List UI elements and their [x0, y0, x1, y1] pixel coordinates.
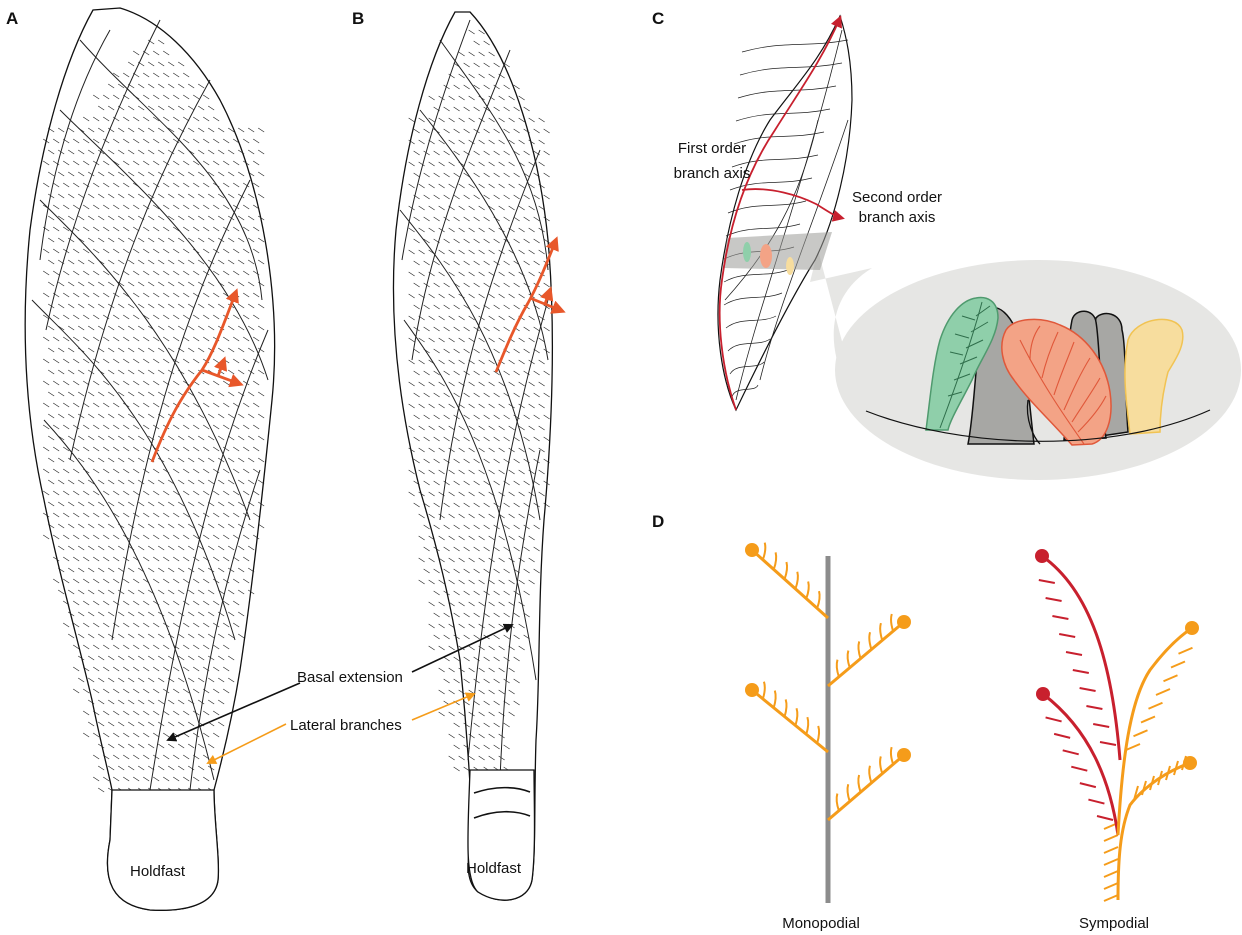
frond-b-outline [393, 12, 552, 900]
branch-tick [1100, 742, 1116, 745]
branch-tick [1066, 652, 1082, 655]
branch-tick [1093, 724, 1109, 727]
branch-tick [848, 651, 850, 668]
branch-tick [1104, 895, 1118, 901]
branch-tick [1080, 688, 1096, 691]
branch-tick [1046, 717, 1062, 721]
branch-tick [1104, 883, 1118, 889]
branch-tick [1104, 859, 1118, 865]
branch-tick [1052, 616, 1068, 619]
branch-tip [745, 683, 759, 697]
panel-d: D Monopodial Sympodial [652, 512, 1199, 932]
branch-tick [1054, 734, 1070, 738]
symp-red-upper [1042, 556, 1120, 760]
branch-tick [1071, 767, 1087, 771]
branch-tick [763, 682, 765, 699]
second-order-label-2: branch axis [859, 209, 936, 226]
branch-tick [1080, 783, 1096, 787]
branch-tick [858, 641, 860, 658]
branch-tick [891, 747, 893, 764]
mini-green [743, 242, 751, 262]
branch-tip [1035, 549, 1049, 563]
panel-c: C First order branch axis Second order b… [652, 9, 1241, 480]
first-order-label-1: First order [678, 140, 746, 157]
branch-tick [880, 623, 882, 640]
branch-tick [1063, 750, 1079, 754]
first-order-label-2: branch axis [674, 165, 751, 182]
branch-tick [806, 717, 808, 734]
lateral-branches-label: Lateral branches [290, 717, 402, 734]
branch-tick [1097, 816, 1113, 820]
branch-tick [1126, 744, 1140, 750]
branch-tick [1134, 730, 1148, 736]
branch-tip [1036, 687, 1050, 701]
branch-tick [1104, 835, 1118, 841]
branch-tick [869, 766, 871, 783]
branch-tip [1185, 621, 1199, 635]
branch-tick [1179, 648, 1193, 654]
branch-tick [891, 614, 893, 631]
symp-base-branch [1118, 763, 1190, 900]
branch-tick [795, 708, 797, 725]
branch-tick [880, 756, 882, 773]
branch-tick [817, 726, 819, 743]
branch-tick [869, 632, 871, 649]
branch-tip [897, 615, 911, 629]
branch-tick [837, 660, 839, 677]
mini-salmon [760, 244, 772, 268]
branch-tick [1039, 580, 1055, 583]
highlight-band [723, 232, 832, 270]
branch-tick [1104, 847, 1118, 853]
branch-tick [817, 591, 819, 608]
branch-tick [774, 552, 776, 569]
symp-red-lower [1043, 694, 1118, 835]
panel-b: B Holdfast [352, 9, 562, 900]
second-order-label-1: Second order [852, 189, 942, 206]
sympodial-label: Sympodial [1079, 915, 1149, 932]
branch-tick [1086, 706, 1102, 709]
branch-tick [1059, 634, 1075, 637]
branch-tick [848, 784, 850, 801]
sympodial-branches [1035, 549, 1199, 901]
panel-a: A Holdfast [6, 8, 275, 910]
branch-tick [1156, 689, 1170, 695]
panel-a-letter: A [6, 9, 18, 28]
branch-tick [1088, 800, 1104, 804]
branch-tick [837, 794, 839, 811]
holdfast-a-label: Holdfast [130, 863, 186, 880]
holdfast-b-label: Holdfast [466, 860, 522, 877]
holdfast-a [107, 790, 218, 910]
branch-tick [858, 775, 860, 792]
branch-tick [774, 691, 776, 708]
branch-tick [1046, 598, 1062, 601]
branch-tip [897, 748, 911, 762]
basal-extension-label: Basal extension [297, 669, 403, 686]
panel-d-letter: D [652, 512, 664, 531]
branch-tick [1149, 703, 1163, 709]
branch-tick [1171, 662, 1185, 668]
panel-c-letter: C [652, 9, 664, 28]
monopodial-label: Monopodial [782, 915, 860, 932]
branch-tick [763, 543, 765, 560]
branch-tick [1073, 670, 1089, 673]
branch-tick [1141, 717, 1155, 723]
branch-tick [806, 581, 808, 598]
branch-tip [745, 543, 759, 557]
panel-b-letter: B [352, 9, 364, 28]
branch-tick [1164, 675, 1178, 681]
branch-tick [1104, 871, 1118, 877]
branch-tick [785, 699, 787, 716]
branch-tick [795, 572, 797, 589]
branch-tick [785, 562, 787, 579]
mini-yellow [786, 257, 794, 275]
